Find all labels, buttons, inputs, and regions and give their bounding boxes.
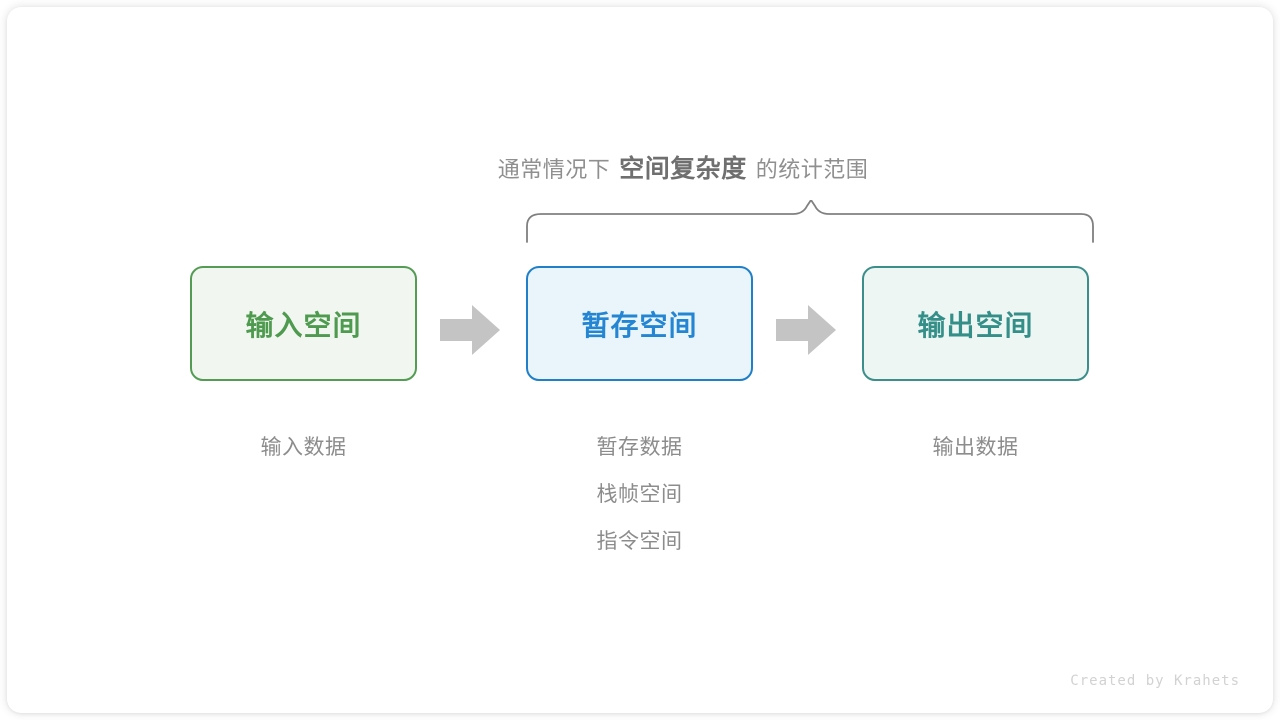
box-output-space[interactable]: 输出空间 (862, 266, 1089, 381)
caption-line: 指令空间 (596, 530, 683, 553)
caption-prefix: 通常情况下 (497, 157, 611, 182)
arrow-right-icon-1 (440, 303, 502, 362)
caption-line: 暂存数据 (596, 436, 683, 459)
box-temp-space[interactable]: 暂存空间 (526, 266, 753, 381)
arrow-right-icon-2 (776, 303, 838, 362)
box-input-space[interactable]: 输入空间 (190, 266, 417, 381)
credit-text: Created by Krahets (1070, 673, 1240, 689)
box-output-space-label: 输出空间 (917, 309, 1034, 341)
caption-line: 输出数据 (932, 436, 1019, 459)
box-input-space-label: 输入空间 (245, 309, 362, 341)
captions-temp-space: 暂存数据 栈帧空间 指令空间 (526, 424, 753, 565)
caption-line: 栈帧空间 (596, 483, 683, 506)
caption-suffix: 的统计范围 (755, 157, 869, 182)
box-temp-space-label: 暂存空间 (581, 309, 698, 341)
curly-brace (515, 199, 1115, 261)
caption-line: 输入数据 (260, 436, 347, 459)
diagram-caption: 通常情况下空间复杂度的统计范围 (0, 152, 1280, 190)
captions-output-space: 输出数据 (862, 424, 1089, 471)
caption-emphasis: 空间复杂度 (619, 155, 747, 183)
captions-input-space: 输入数据 (190, 424, 417, 471)
